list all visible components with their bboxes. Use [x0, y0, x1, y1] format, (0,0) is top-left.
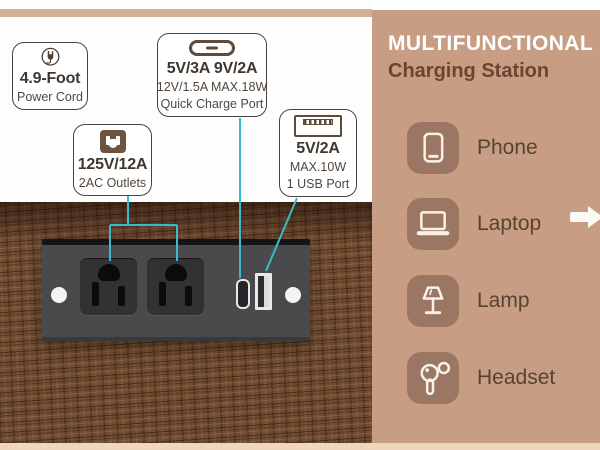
- callout-line: 2AC Outlets: [78, 176, 147, 190]
- screw-hole: [285, 287, 301, 303]
- device-icon-tile: [407, 275, 459, 327]
- device-row-phone: Phone: [407, 122, 538, 174]
- callout-title: 4.9-Foot: [19, 70, 81, 87]
- device-label: Headset: [477, 366, 556, 389]
- callout-usb-port: 5V/2A MAX.10W 1 USB Port: [279, 109, 357, 197]
- device-icon-tile: [407, 198, 459, 250]
- device-row-lamp: Lamp: [407, 275, 530, 327]
- product-photo-area: 4.9-Foot Power Cord 5V/3A 9V/2A 12V/1.5A…: [0, 0, 372, 450]
- callout-power-cord: 4.9-Foot Power Cord: [12, 42, 88, 110]
- usb-a-port-tab: [264, 276, 269, 307]
- phone-icon: [423, 132, 444, 163]
- callout-ac-outlets: 125V/12A 2AC Outlets: [73, 124, 152, 196]
- outlet-slot: [118, 286, 125, 306]
- usb-c-icon: [189, 40, 235, 56]
- lamp-icon: [422, 286, 444, 315]
- callout-quick-charge-port: 5V/3A 9V/2A 12V/1.5A MAX.18W Quick Charg…: [157, 33, 267, 117]
- device-row-laptop: Laptop: [407, 198, 541, 250]
- headset-icon: [420, 361, 451, 396]
- device-icon-tile: [407, 122, 459, 174]
- device-label: Laptop: [477, 212, 542, 235]
- panel-title: MULTIFUNCTIONAL: [388, 32, 594, 55]
- ac-outlet: [147, 258, 204, 315]
- outlet-slot: [185, 286, 192, 306]
- plug-icon: [41, 47, 59, 66]
- arrow-right-icon: [570, 206, 600, 228]
- callout-line: MAX.10W: [289, 160, 347, 174]
- device-label: Phone: [477, 136, 538, 159]
- callout-line: Quick Charge Port: [160, 97, 264, 111]
- recessed-power-strip: [42, 239, 310, 341]
- laptop-icon: [416, 211, 450, 236]
- outlet-slot: [159, 282, 166, 306]
- ground-hole: [164, 264, 187, 281]
- ground-hole: [97, 264, 120, 281]
- callout-line: 12V/1.5A MAX.18W: [156, 80, 268, 94]
- info-panel: MULTIFUNCTIONAL Charging Station Phone L…: [372, 10, 600, 443]
- callout-title: 125V/12A: [77, 156, 148, 173]
- device-label: Lamp: [477, 289, 530, 312]
- device-icon-tile: [407, 352, 459, 404]
- outlet-slot: [92, 282, 99, 306]
- callout-line: 1 USB Port: [286, 177, 350, 191]
- panel-subtitle: Charging Station: [388, 60, 550, 82]
- bottom-border-strip: [0, 443, 600, 450]
- usb-c-port: [236, 279, 250, 309]
- screw-hole: [51, 287, 67, 303]
- ac-outlet: [80, 258, 137, 315]
- usb-a-port: [255, 273, 272, 310]
- usb-a-port-inner: [258, 276, 269, 307]
- top-accent-bar: [0, 9, 372, 17]
- callout-line: Power Cord: [17, 90, 83, 104]
- ac-outlet-icon: [99, 130, 126, 153]
- device-row-headset: Headset: [407, 352, 555, 404]
- callout-title: 5V/2A: [296, 140, 340, 157]
- callout-title: 5V/3A 9V/2A: [166, 60, 258, 77]
- usb-a-icon: [294, 115, 342, 137]
